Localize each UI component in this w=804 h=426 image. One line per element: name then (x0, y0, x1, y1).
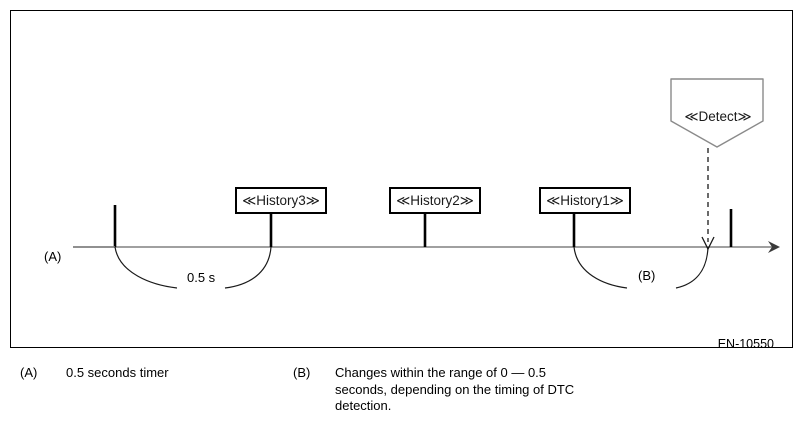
legend: (A) 0.5 seconds timer (B) Changes within… (10, 362, 793, 422)
axis-label-a: (A) (44, 249, 62, 264)
timer-interval-label: 0.5 s (187, 270, 216, 285)
legend-text-b: Changes within the range of 0 — 0.5 seco… (335, 365, 575, 413)
timer-interval-arc-left (114, 246, 178, 289)
figure-code: EN-10550 (717, 337, 774, 351)
figure-frame: ≪History3≫ ≪History2≫ ≪History1≫ ≪Detect… (10, 10, 793, 351)
legend-key-b: (B) (293, 365, 311, 380)
timer-interval-arc-right (224, 246, 272, 289)
variance-arc-left (573, 246, 628, 289)
detect-label: ≪Detect≫ (684, 109, 752, 124)
variance-interval-label: (B) (638, 268, 656, 283)
time-axis-arrowhead (768, 241, 780, 253)
variance-arc-right (675, 246, 709, 289)
legend-key-a: (A) (20, 365, 38, 380)
history2-box: ≪History2≫ (389, 187, 481, 214)
history1-box: ≪History1≫ (539, 187, 631, 214)
history3-box: ≪History3≫ (235, 187, 327, 214)
detect-pentagon (670, 78, 764, 148)
legend-text-a: 0.5 seconds timer (66, 365, 169, 380)
timeline-diagram (73, 78, 780, 289)
